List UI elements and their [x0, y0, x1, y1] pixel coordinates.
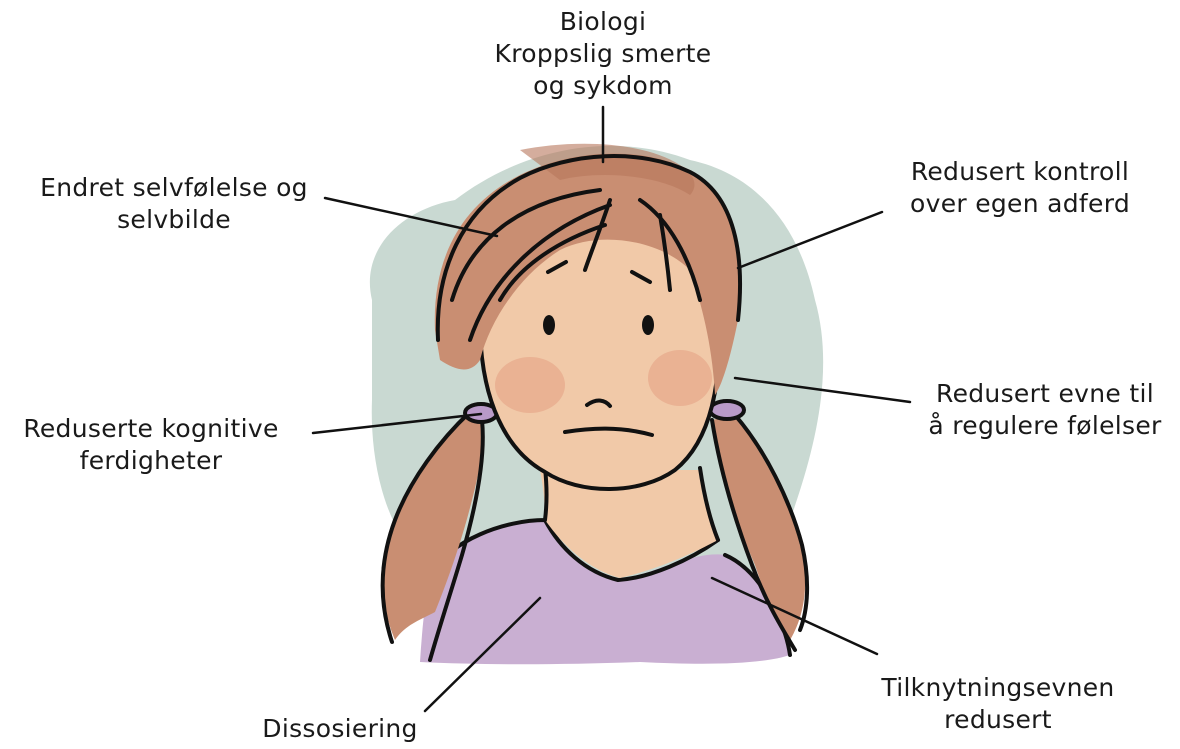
label-kontroll-line-1: Redusert kontroll	[885, 156, 1155, 188]
label-kognitive-line-2: ferdigheter	[6, 445, 296, 477]
label-kognitive-line-1: Reduserte kognitive	[6, 413, 296, 445]
label-kognitive: Reduserte kognitive ferdigheter	[6, 413, 296, 477]
label-tilknytning-line-2: redusert	[858, 704, 1138, 736]
label-biologi: Biologi Kroppslig smerte og sykdom	[470, 6, 736, 102]
label-selvfolelse-line-1: Endret selvfølelse og	[20, 172, 328, 204]
label-dissosiering-line-1: Dissosiering	[250, 713, 430, 745]
label-kontroll: Redusert kontroll over egen adferd	[885, 156, 1155, 220]
label-tilknytning-line-1: Tilknytningsevnen	[858, 672, 1138, 704]
cheek-left	[495, 357, 565, 413]
label-biologi-line-1: Biologi	[470, 6, 736, 38]
hair-tie-right	[710, 401, 744, 419]
cheek-right	[648, 350, 712, 406]
label-kontroll-line-2: over egen adferd	[885, 188, 1155, 220]
label-biologi-line-2: Kroppslig smerte	[470, 38, 736, 70]
label-dissosiering: Dissosiering	[250, 713, 430, 745]
label-regulere-line-2: å regulere følelser	[915, 410, 1175, 442]
eye-left	[543, 315, 555, 335]
label-tilknytning: Tilknytningsevnen redusert	[858, 672, 1138, 736]
label-selvfolelse: Endret selvfølelse og selvbilde	[20, 172, 328, 236]
label-selvfolelse-line-2: selvbilde	[20, 204, 328, 236]
label-regulere: Redusert evne til å regulere følelser	[915, 378, 1175, 442]
label-biologi-line-3: og sykdom	[470, 70, 736, 102]
label-regulere-line-1: Redusert evne til	[915, 378, 1175, 410]
eye-right	[642, 315, 654, 335]
